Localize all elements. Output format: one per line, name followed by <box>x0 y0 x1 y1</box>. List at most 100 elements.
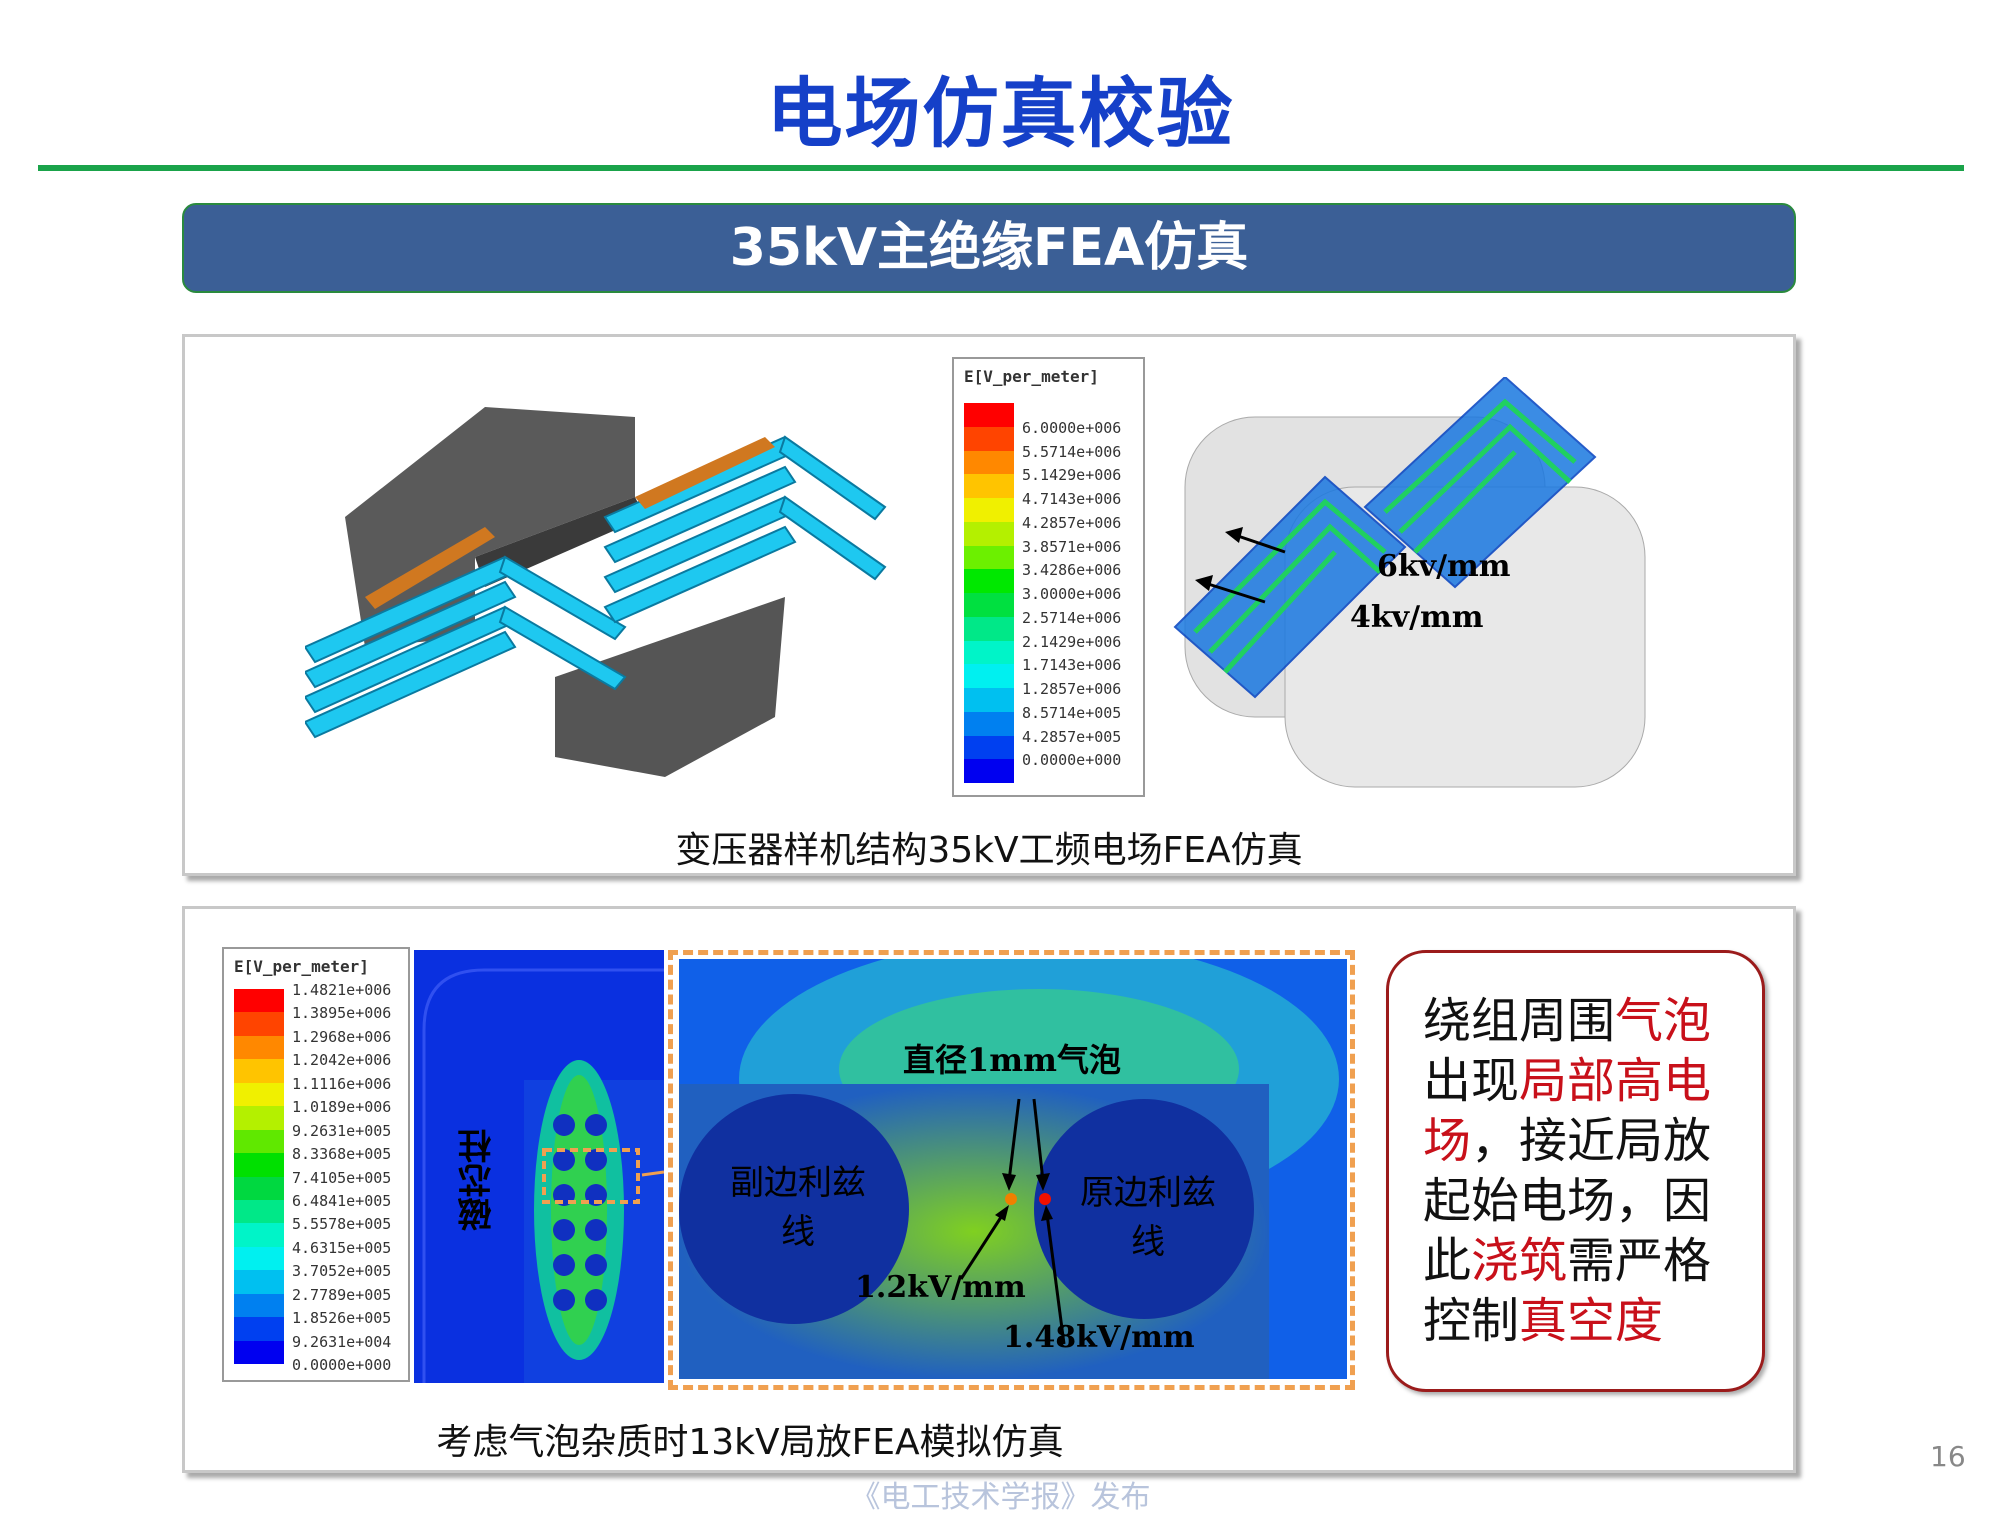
legend-label: 2.5714e+006 <box>1022 608 1122 627</box>
legend-label: 1.1116e+006 <box>292 1074 392 1093</box>
legend-color-bar <box>234 989 284 1364</box>
legend-swatch <box>234 1270 284 1294</box>
callout-highlight: 气泡 <box>1615 993 1712 1049</box>
legend-swatch <box>234 1176 284 1200</box>
legend-swatch <box>234 1082 284 1107</box>
legend-label: 3.8571e+006 <box>1022 537 1122 556</box>
primary-label-line2: 线 <box>1131 1222 1165 1262</box>
legend-title: E[V_per_meter] <box>234 957 369 976</box>
legend-swatch <box>234 1293 284 1318</box>
callout-highlight: 浇筑 <box>1471 1233 1568 1289</box>
zoomed-region-frame: 直径1mm气泡 副边利兹线 原边利兹线 1.2kV/mm 1.48kV/mm <box>668 950 1355 1390</box>
legend-color-bar <box>964 403 1014 783</box>
page-number: 16 <box>1930 1440 1966 1473</box>
legend-title: E[V_per_meter] <box>964 367 1099 386</box>
legend-swatch <box>234 1199 284 1224</box>
legend-label: 1.2857e+006 <box>1022 680 1122 698</box>
legend-swatch <box>234 1106 284 1130</box>
slide-title: 电场仿真校验 <box>766 69 1235 158</box>
legend-label: 1.4821e+006 <box>292 981 392 999</box>
legend-swatch <box>234 1340 284 1364</box>
legend-swatch <box>964 688 1014 712</box>
legend-label: 6.4841e+005 <box>292 1191 392 1210</box>
legend-swatch <box>964 498 1014 522</box>
legend-label: 1.8526e+005 <box>292 1309 392 1328</box>
callout-text: 控制 <box>1423 1293 1520 1349</box>
legend-swatch <box>964 474 1014 498</box>
field-value-2: 1.48kV/mm <box>1003 1320 1195 1355</box>
legend-swatch <box>964 759 1014 783</box>
section-banner: 35kV主绝缘FEA仿真 <box>182 203 1796 293</box>
legend-swatch <box>964 616 1014 641</box>
legend-label: 0.0000e+000 <box>1022 751 1122 770</box>
legend-label: 9.2631e+004 <box>292 1332 392 1351</box>
legend-label: 4.6315e+005 <box>292 1238 392 1257</box>
legend-swatch <box>964 521 1014 546</box>
legend-swatch <box>234 1129 284 1154</box>
legend-label: 5.5578e+005 <box>292 1215 392 1234</box>
callout-highlight: 场 <box>1423 1113 1472 1169</box>
legend-label: 3.7052e+005 <box>292 1262 392 1281</box>
legend-label: 4.2857e+005 <box>1022 727 1122 746</box>
legend-swatch <box>234 1035 284 1060</box>
footer-watermark: 《电工技术学报》发布 <box>850 1480 1151 1515</box>
annotation-4kv: 4kv/mm <box>1350 600 1484 635</box>
legend-swatch <box>964 426 1014 451</box>
legend-label: 1.2042e+006 <box>292 1051 392 1070</box>
callout-highlight: 真空度 <box>1519 1293 1664 1349</box>
primary-litz-label: 原边利兹线 <box>1063 1165 1233 1263</box>
field-value-1: 1.2kV/mm <box>855 1270 1026 1305</box>
legend-swatch <box>234 1059 284 1083</box>
legend-label: 5.5714e+006 <box>1022 442 1122 461</box>
callout-text: ，接近局放 <box>1471 1113 1712 1169</box>
legend-label: 3.0000e+006 <box>1022 585 1122 603</box>
primary-label-line1: 原边利兹 <box>1080 1173 1216 1213</box>
legend-swatch <box>964 735 1014 760</box>
field-simulation-3d <box>1173 377 1646 788</box>
bubble-label: 直径1mm气泡 <box>903 1041 1121 1079</box>
panel2-caption: 考虑气泡杂质时13kV局放FEA模拟仿真 <box>436 1422 1064 1463</box>
legend-label: 3.4286e+006 <box>1022 561 1122 580</box>
legend-label: 5.1429e+006 <box>1022 466 1122 485</box>
legend-swatch <box>964 640 1014 665</box>
legend-swatch <box>234 989 284 1013</box>
conclusion-callout: 绕组周围气泡出现局部高电场，接近局放起始电场，因此浇筑需严格控制真空度 <box>1386 950 1765 1392</box>
legend-label: 0.0000e+000 <box>292 1356 392 1374</box>
secondary-litz-label: 副边利兹线 <box>713 1155 883 1253</box>
core-label: 磁芯柱 <box>458 1129 498 1231</box>
secondary-label-line1: 副边利兹 <box>730 1163 866 1203</box>
legend-swatch <box>964 569 1014 593</box>
bubble-field-plot <box>679 959 1347 1379</box>
legend-swatch <box>964 545 1014 570</box>
callout-text: 此 <box>1423 1233 1472 1289</box>
secondary-label-line2: 线 <box>781 1212 815 1252</box>
legend-label: 4.2857e+006 <box>1022 513 1122 532</box>
core-field-plot <box>414 950 664 1383</box>
legend-swatch <box>964 450 1014 475</box>
legend-label: 7.4105e+005 <box>292 1168 392 1187</box>
callout-highlight: 局部高电 <box>1519 1053 1712 1109</box>
callout-text: 起始电场，因 <box>1423 1173 1712 1229</box>
legend-swatch <box>234 1246 284 1271</box>
legend-swatch <box>964 664 1014 688</box>
legend-swatch <box>964 711 1014 736</box>
legend-label: 2.7789e+005 <box>292 1285 392 1304</box>
legend-label: 8.5714e+005 <box>1022 703 1122 722</box>
legend-label: 2.1429e+006 <box>1022 632 1122 651</box>
callout-text: 绕组周围 <box>1423 993 1616 1049</box>
title-divider <box>38 165 1964 171</box>
legend-swatch <box>234 1317 284 1341</box>
annotation-6kv: 6kv/mm <box>1377 549 1511 584</box>
legend-swatch <box>234 1223 284 1247</box>
legend-swatch <box>964 593 1014 617</box>
legend-swatch <box>964 403 1014 427</box>
legend-label: 1.7143e+006 <box>1022 656 1122 675</box>
legend-label: 1.2968e+006 <box>292 1027 392 1046</box>
legend-label: 8.3368e+005 <box>292 1145 392 1164</box>
legend-label: 9.2631e+005 <box>292 1121 392 1140</box>
callout-text: 出现 <box>1423 1053 1520 1109</box>
callout-text: 需严格 <box>1567 1233 1712 1289</box>
